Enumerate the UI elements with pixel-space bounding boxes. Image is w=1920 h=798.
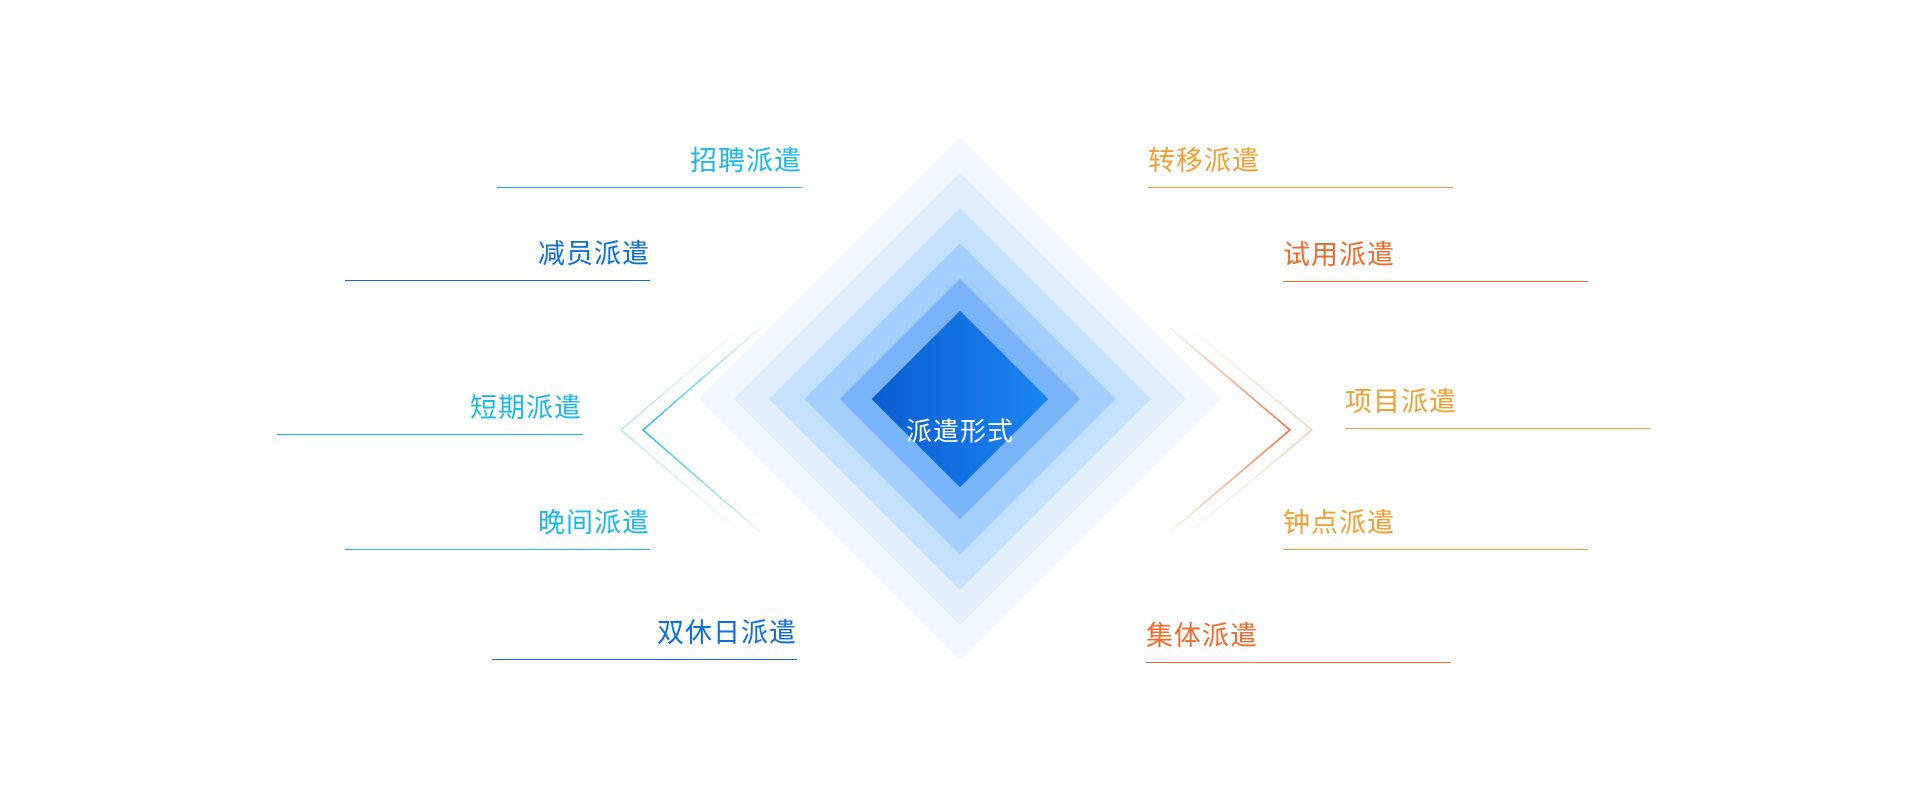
item-label: 减员派遣 xyxy=(538,239,650,270)
left-item-short-term: 短期派遣 xyxy=(277,375,582,435)
item-underline xyxy=(1345,427,1650,429)
item-label: 双休日派遣 xyxy=(657,618,797,649)
item-underline xyxy=(345,279,650,281)
right-chevron-outer xyxy=(1189,327,1313,533)
center-label: 派遣形式 xyxy=(905,417,1015,448)
item-underline xyxy=(492,658,797,660)
right-item-collective: 集体派遣 xyxy=(1146,603,1451,663)
item-label: 项目派遣 xyxy=(1345,387,1457,418)
left-chevron-outer xyxy=(620,327,741,533)
right-item-transfer: 转移派遣 xyxy=(1148,128,1453,188)
left-item-reduction: 减员派遣 xyxy=(345,221,650,281)
left-item-evening: 晚间派遣 xyxy=(345,490,650,550)
item-label: 集体派遣 xyxy=(1146,621,1258,652)
right-item-trial: 试用派遣 xyxy=(1283,222,1588,282)
item-label: 短期派遣 xyxy=(470,393,582,424)
item-underline xyxy=(1148,186,1453,188)
right-item-project: 项目派遣 xyxy=(1345,369,1650,429)
left-item-recruitment: 招聘派遣 xyxy=(497,128,802,188)
item-underline xyxy=(497,186,802,188)
item-label: 晚间派遣 xyxy=(538,508,650,539)
item-label: 钟点派遣 xyxy=(1283,508,1395,539)
item-label: 试用派遣 xyxy=(1283,240,1395,271)
item-underline xyxy=(1283,280,1588,282)
item-underline xyxy=(345,548,650,550)
right-item-hourly: 钟点派遣 xyxy=(1283,490,1588,550)
item-underline xyxy=(277,433,582,435)
right-chevron-inner xyxy=(1169,327,1292,533)
item-underline xyxy=(1283,548,1588,550)
item-label: 招聘派遣 xyxy=(690,146,802,177)
item-label: 转移派遣 xyxy=(1148,146,1260,177)
left-chevron-inner xyxy=(641,327,761,533)
item-underline xyxy=(1146,661,1451,663)
left-item-weekend: 双休日派遣 xyxy=(492,600,797,660)
